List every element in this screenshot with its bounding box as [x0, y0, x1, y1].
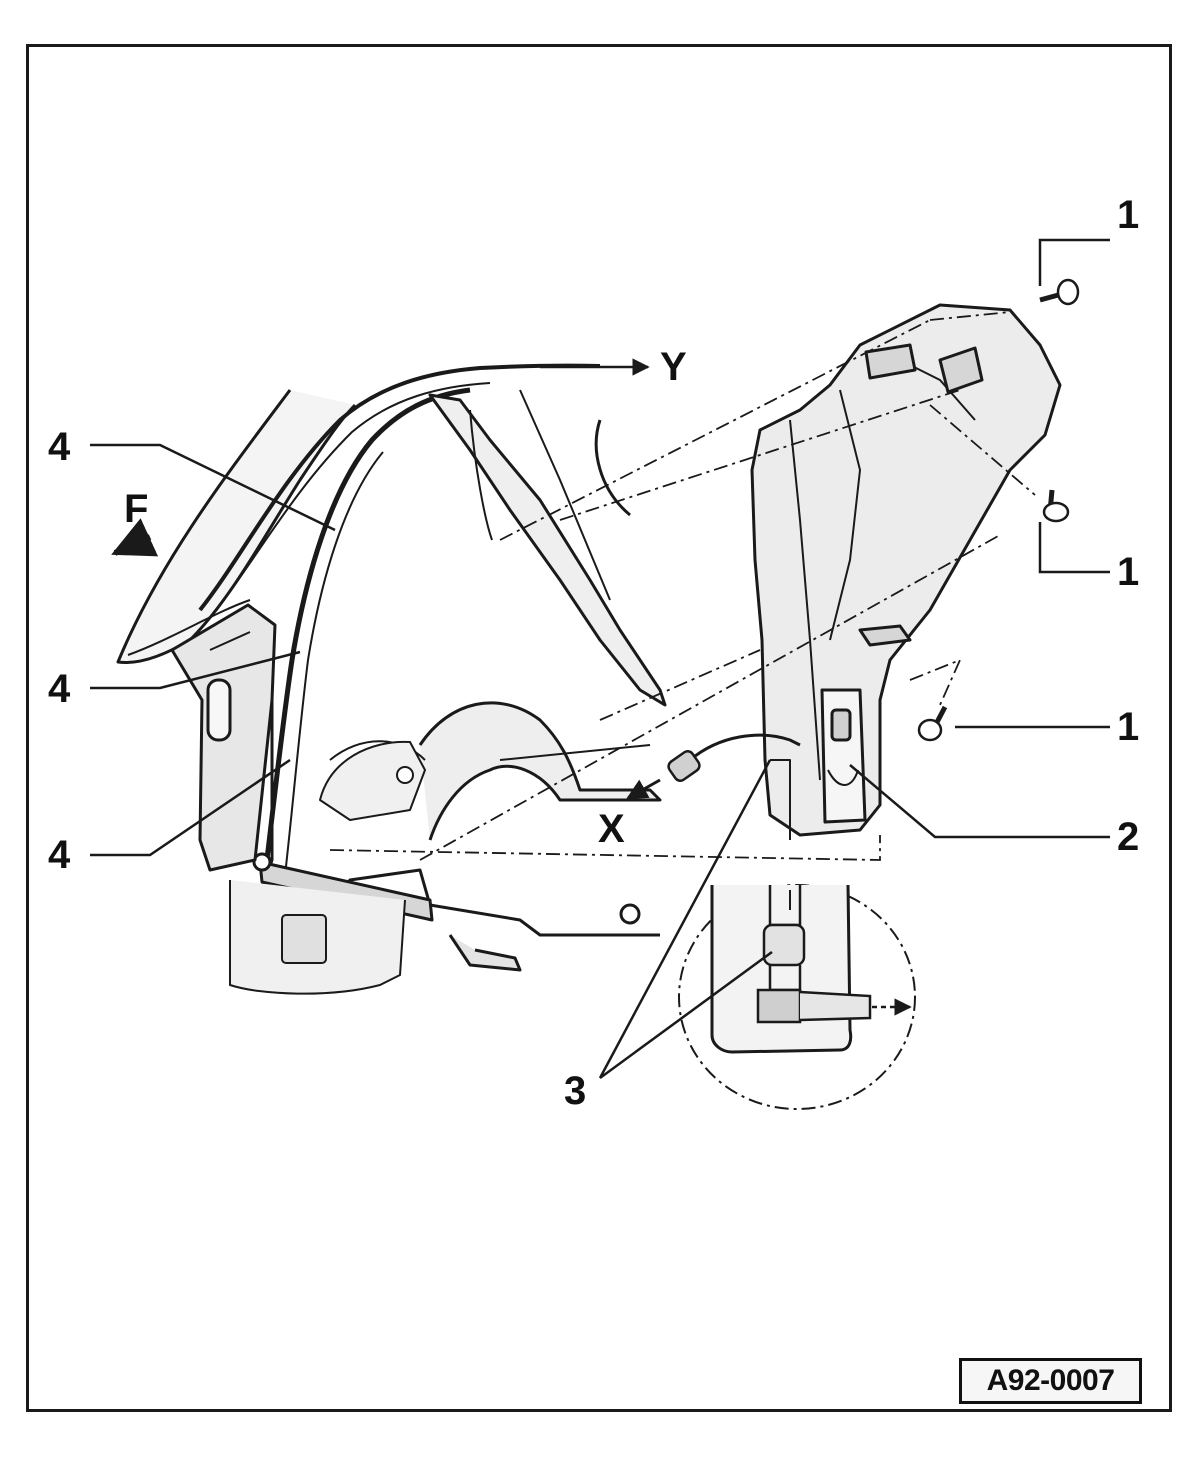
screw-icon: [917, 705, 948, 742]
reference-code: A92-0007: [959, 1358, 1142, 1404]
detail-inset: [678, 884, 916, 1110]
label-screw-top: 1: [1117, 193, 1139, 237]
label-screw-middle: 1: [1117, 550, 1139, 594]
c-pillar-outer: [198, 363, 601, 612]
leader-part3-b: [599, 950, 773, 1080]
label-part-4-middle: 4: [48, 667, 71, 711]
label-screw-lower: 1: [1117, 705, 1139, 749]
screw-icon: [1039, 278, 1080, 306]
inset-connector: [756, 988, 802, 1024]
label-part-4-lower: 4: [48, 833, 71, 877]
label-direction-x: X: [598, 807, 625, 851]
leader-connector: [849, 764, 1110, 839]
label-direction-y: Y: [660, 345, 687, 389]
wheel-arch: [418, 701, 662, 841]
screws: [917, 278, 1080, 742]
clip-bracket-top-left: [864, 343, 917, 380]
leader-part3-a: [598, 759, 772, 1079]
inner-pillar: [428, 393, 667, 707]
c-pillar-trim-panel: [750, 303, 1062, 840]
leader-part4-top: [90, 443, 336, 532]
screw-icon: [1042, 489, 1070, 523]
direction-f-arrow: [111, 518, 159, 557]
label-direction-f: F: [124, 487, 148, 531]
clip-bracket-top-right: [938, 346, 984, 394]
label-part-4-top: 4: [48, 425, 71, 469]
leader-screw-top: [1038, 238, 1110, 286]
leader-part4-middle: [90, 650, 301, 690]
leader-part4-lower: [90, 758, 291, 857]
body-side-panel: [116, 363, 667, 995]
label-part-3: 3: [564, 1069, 586, 1113]
assembly-lines: [329, 311, 1036, 861]
leader-lines: [90, 238, 1110, 1080]
wiring-harness: [626, 733, 801, 800]
leader-screw-middle: [1038, 522, 1110, 574]
label-connector: 2: [1117, 815, 1139, 859]
